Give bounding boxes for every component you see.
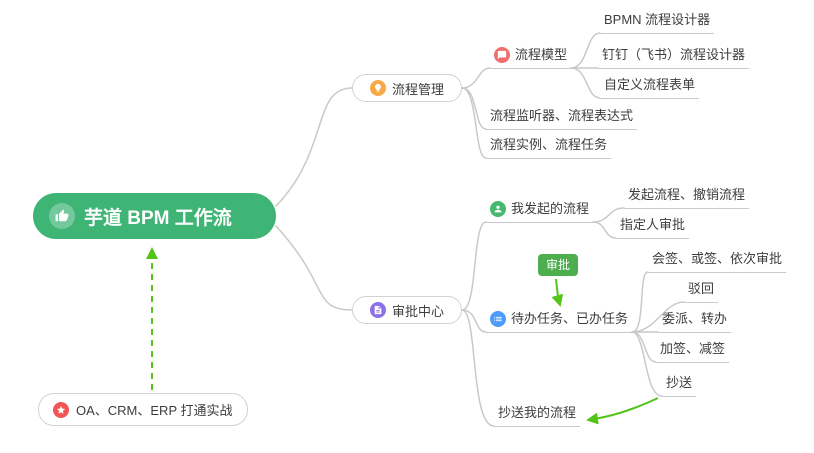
node-oa-crm-erp-note[interactable]: OA、CRM、ERP 打通实战 [38,393,248,426]
node-assignee-approval[interactable]: 指定人审批 [616,216,690,239]
tag-label: 审批 [546,258,571,272]
node-approval-center[interactable]: 审批中心 [352,296,462,324]
node-instance-task[interactable]: 流程实例、流程任务 [486,136,612,159]
node-initiate-cancel-process[interactable]: 发起流程、撤销流程 [624,186,750,209]
node-label: 流程管理 [391,81,444,97]
node-add-reduce-sign[interactable]: 加签、减签 [656,340,730,363]
person-icon [490,201,506,217]
node-delegate-transfer[interactable]: 委派、转办 [658,310,732,333]
node-label: 流程实例、流程任务 [490,137,608,152]
node-label: 会签、或签、依次审批 [652,251,783,266]
node-label: 抄送我的流程 [498,405,577,420]
thumbs-up-icon [49,203,75,229]
node-cc[interactable]: 抄送 [662,374,697,397]
node-process-model[interactable]: 流程模型 [490,46,572,69]
note-label: OA、CRM、ERP 打通实战 [76,403,233,418]
lightbulb-icon [369,80,386,96]
node-custom-form[interactable]: 自定义流程表单 [600,76,700,99]
document-icon [369,302,386,318]
node-todo-done-tasks[interactable]: 待办任务、已办任务 [486,310,633,333]
node-cc-my-process[interactable]: 抄送我的流程 [494,404,581,427]
node-label: 流程模型 [515,47,568,62]
node-bpmn-designer[interactable]: BPMN 流程设计器 [600,11,715,34]
node-label: 加签、减签 [660,341,726,356]
node-label: 流程监听器、流程表达式 [490,108,634,123]
root-node-yudao-bpm[interactable]: 芋道 BPM 工作流 [33,193,276,239]
node-label: 审批中心 [391,303,444,319]
node-label: 发起流程、撤销流程 [628,187,746,202]
chat-bubble-icon [494,47,510,63]
approval-arrow [551,278,564,307]
node-label: 抄送 [666,375,693,390]
node-listener-expression[interactable]: 流程监听器、流程表达式 [486,107,638,130]
node-label: 我发起的流程 [511,201,590,216]
node-label: 驳回 [688,281,715,296]
node-label: BPMN 流程设计器 [604,12,711,27]
task-list-icon [490,311,506,327]
node-process-management[interactable]: 流程管理 [352,74,462,102]
node-label: 指定人审批 [620,217,686,232]
node-label: 待办任务、已办任务 [511,311,629,326]
node-label: 钉钉（飞书）流程设计器 [602,47,746,62]
star-icon [53,401,69,418]
node-dingtalk-designer[interactable]: 钉钉（飞书）流程设计器 [598,46,750,69]
node-reject[interactable]: 驳回 [684,280,719,303]
node-countersign[interactable]: 会签、或签、依次审批 [648,250,787,273]
root-label: 芋道 BPM 工作流 [84,207,232,229]
node-my-initiated-process[interactable]: 我发起的流程 [486,200,594,223]
approval-tag[interactable]: 审批 [538,254,579,276]
node-label: 自定义流程表单 [604,77,696,92]
cc-arrow [586,397,659,425]
node-label: 委派、转办 [662,311,728,326]
